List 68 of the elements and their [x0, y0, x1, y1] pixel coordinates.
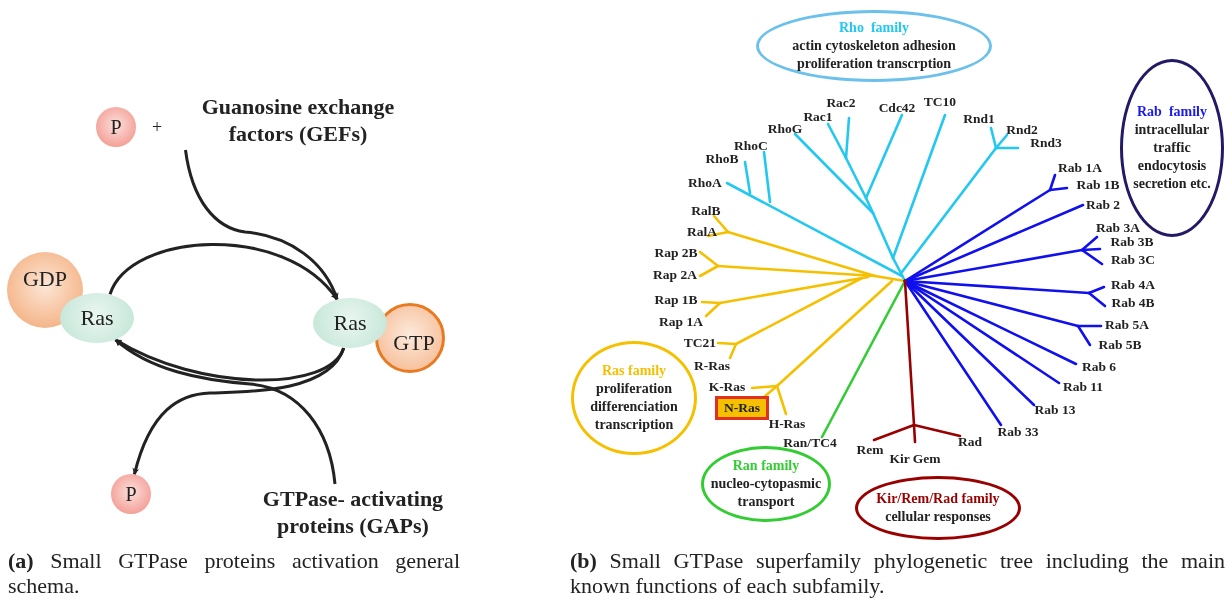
gene-label: Rnd1: [963, 111, 995, 127]
family-ellipse: [756, 10, 992, 82]
protein-ellipse: Ras: [60, 293, 134, 343]
gene-label: TC21: [683, 335, 717, 351]
gene-label: TC10: [923, 94, 957, 110]
gene-label: Rap 2A: [653, 267, 697, 283]
family-heading: Rab family: [1137, 103, 1207, 121]
gene-label: RalB: [691, 203, 721, 219]
family-heading: Ras family: [601, 362, 667, 380]
arrow: [108, 243, 339, 301]
gene-label: Rac1: [803, 109, 833, 125]
gene-label: R-Ras: [694, 358, 730, 374]
family-description: nucleo-cytopasmic transport: [709, 475, 823, 511]
arrow: [114, 338, 337, 485]
gene-label: Rab 3A: [1096, 220, 1140, 236]
gene-label: H-Ras: [768, 416, 806, 432]
family-ellipse: [855, 476, 1021, 540]
factor-label: GTPase- activating proteins (GAPs): [233, 484, 473, 540]
gene-label: Kir Gem: [889, 451, 941, 467]
gene-label: K-Ras: [708, 379, 746, 395]
family-ellipse: [1120, 59, 1224, 237]
gene-label: Rem: [856, 442, 884, 458]
family-heading: Ran family: [732, 457, 800, 475]
family-description: intracellular traffic endocytosis secretion etc.: [1132, 121, 1212, 193]
gene-label: Rab 1B: [1076, 177, 1120, 193]
phosphate-circle: P: [96, 107, 136, 147]
figure-caption: (b) Small GTPase superfamily phylogenetic tree including the main known functions of each subfamily.: [570, 548, 1225, 598]
gene-label: Rad: [958, 434, 982, 450]
gene-label: Rab 1A: [1058, 160, 1102, 176]
gene-label: Rab 3B: [1110, 234, 1154, 250]
gene-label: RhoC: [734, 138, 768, 154]
gene-label: Rap 2B: [654, 245, 698, 261]
gene-label: Rab 6: [1081, 359, 1117, 375]
arrow: [132, 347, 346, 476]
family-description: cellular responses: [885, 508, 991, 526]
gene-label: Cdc42: [878, 100, 916, 116]
gene-label: Rab 4B: [1111, 295, 1155, 311]
protein-ellipse: Ras: [313, 298, 387, 348]
highlighted-gene-label: N-Ras: [715, 396, 769, 420]
family-heading: Rho family: [839, 19, 909, 37]
phosphate-circle: P: [111, 474, 151, 514]
gene-label: RhoA: [688, 175, 722, 191]
gene-label: Rnd3: [1030, 135, 1062, 151]
gene-label: RhoG: [767, 121, 803, 137]
arrow: [184, 149, 339, 300]
gene-label: Rab 3C: [1111, 252, 1155, 268]
factor-label: Guanosine exchange factors (GEFs): [173, 92, 423, 148]
family-description: actin cytoskeleton adhesion proliferation transcrption: [791, 37, 957, 73]
gene-label: Rnd2: [1006, 122, 1038, 138]
gene-label: RhoB: [705, 151, 739, 167]
gene-label: Rab 5A: [1105, 317, 1149, 333]
gene-label: Rab 5B: [1098, 337, 1142, 353]
gene-label: Rab 4A: [1111, 277, 1155, 293]
gene-label: RalA: [687, 224, 717, 240]
plus-sign: +: [151, 116, 163, 138]
gene-label: Rab 2: [1085, 197, 1121, 213]
gene-label: Rac2: [826, 95, 856, 111]
figure-caption: (a) Small GTPase proteins activation general schema.: [8, 548, 460, 598]
gene-label: Rab 13: [1034, 402, 1076, 418]
family-ellipse: [701, 446, 831, 522]
gene-label: Ran/TC4: [783, 435, 837, 451]
gene-label: Rap 1B: [654, 292, 698, 308]
gene-label: Rab 11: [1062, 379, 1104, 395]
family-heading: Kir/Rem/Rad family: [876, 490, 1000, 508]
family-description: proliferation differenciation transcription: [589, 380, 679, 434]
gene-label: Rab 33: [997, 424, 1039, 440]
gene-label: Rap 1A: [659, 314, 703, 330]
nucleotide-circle: GTP: [375, 303, 445, 373]
